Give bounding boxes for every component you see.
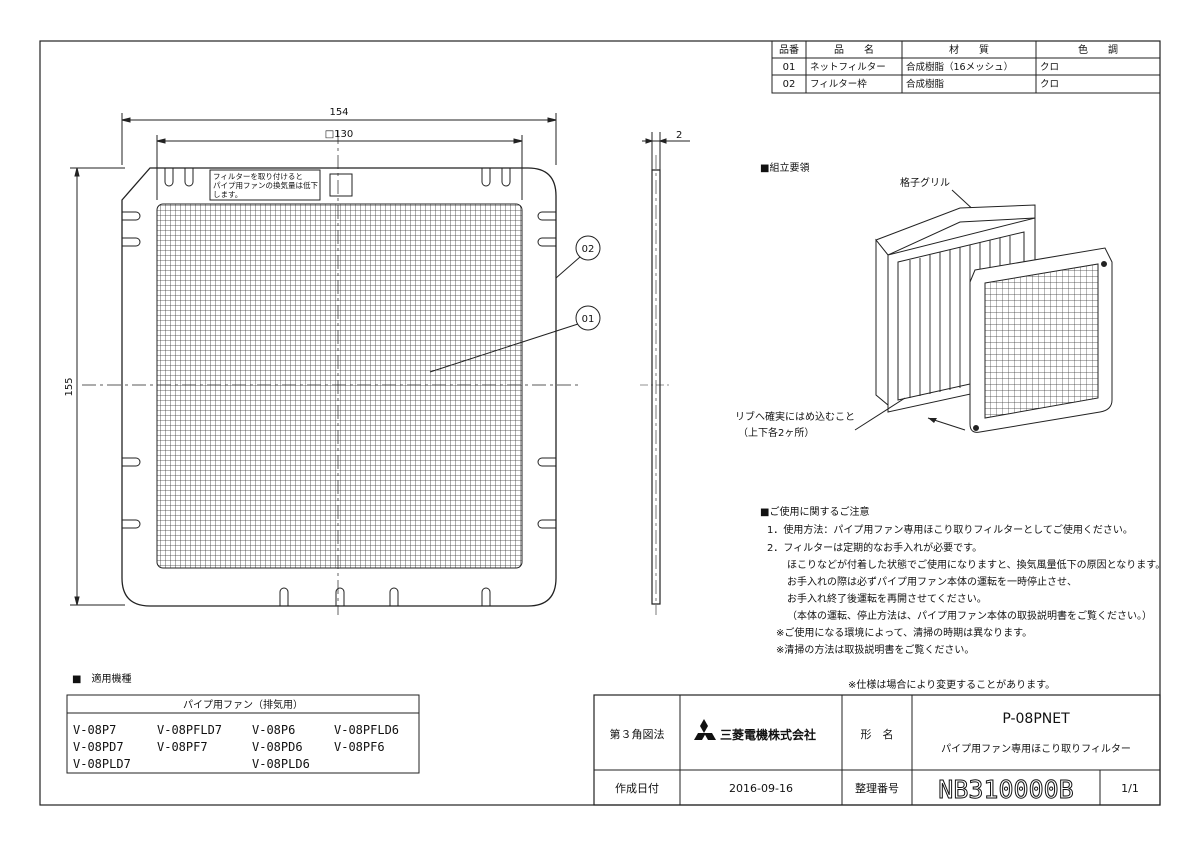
caution-line: ※ご使用になる環境によって、清掃の時期は異なります。 <box>776 626 1032 639</box>
caution-line: お手入れの際は必ずパイプ用ファン本体の運転を一時停止させ、 <box>787 575 1077 588</box>
svg-text:01: 01 <box>582 314 595 325</box>
dim-width-154: 154 <box>329 107 348 118</box>
net-filter-mesh <box>156 203 523 569</box>
model-cell: V-08PFLD7 <box>157 723 222 737</box>
model-label: 形 名 <box>861 727 894 741</box>
ref-label: 整理番号 <box>855 781 899 795</box>
parts-row2-name: フィルター枠 <box>810 78 867 90</box>
projection-method: 第３角図法 <box>610 727 665 741</box>
caution-line: 1．使用方法：パイプ用ファン専用ほこり取りフィルターとしてご使用ください。 <box>767 523 1133 536</box>
filter-note-line3: します。 <box>213 190 242 199</box>
parts-row1-color: クロ <box>1040 62 1059 73</box>
applicable-heading: ■ 適用機種 <box>72 672 131 685</box>
model-cell: V-08PD6 <box>252 740 303 754</box>
parts-row2-color: クロ <box>1040 79 1059 90</box>
company-name: 三菱電機株式会社 <box>720 727 816 742</box>
ref-number: NB310000B <box>938 775 1073 804</box>
date-label: 作成日付 <box>615 782 659 795</box>
assembly-heading: ■組立要領 <box>760 161 809 174</box>
parts-header-no: 品番 <box>779 44 799 56</box>
created-date: 2016-09-16 <box>729 782 793 795</box>
grille-label: 格子グリル <box>900 176 950 189</box>
model-cell: V-08PD7 <box>73 740 124 754</box>
caution-line: ※清掃の方法は取扱説明書をご覧ください。 <box>776 643 974 656</box>
balloon-02: 02 <box>555 235 601 279</box>
balloon-01: 01 <box>429 305 601 373</box>
caution-line: ほこりなどが付着した状態でご使用になりますと、換気風量低下の原因となります。 <box>787 558 1165 571</box>
parts-header-material: 材 質 <box>949 43 989 56</box>
model-cell: V-08PF6 <box>334 740 385 754</box>
caution-line: （本体の運転、停止方法は、パイプ用ファン本体の取扱説明書をご覧ください。） <box>787 609 1152 622</box>
applicable-table: パイプ用ファン（排気用） V-08P7 V-08PFLD7 V-08P6 V-0… <box>66 694 420 774</box>
dim-height-155: 155 <box>64 377 75 396</box>
caution-line: 2．フィルターは定期的なお手入れが必要です。 <box>767 541 982 554</box>
parts-row2-material: 合成樹脂 <box>906 78 945 90</box>
parts-row2-no: 02 <box>783 79 796 90</box>
caution-heading: ■ご使用に関するご注意 <box>760 505 869 518</box>
model-cell: V-08PF7 <box>157 740 208 754</box>
model-cell: V-08PLD7 <box>73 757 131 771</box>
dim-inner-130: □130 <box>325 129 354 140</box>
model-number: P-08PNET <box>1002 711 1070 727</box>
rib-note-line2: （上下各2ヶ所） <box>738 426 814 439</box>
caution-line: お手入れ終了後運転を再開させてください。 <box>787 592 987 605</box>
filter-note-line2: パイプ用ファンの換気量は低下 <box>213 180 318 190</box>
model-cell: V-08P6 <box>252 723 295 737</box>
applicable-table-title: パイプ用ファン（排気用） <box>183 698 303 711</box>
parts-row1-name: ネットフィルター <box>810 62 886 73</box>
company-logo-icon <box>694 719 716 740</box>
model-cell: V-08PLD6 <box>252 757 310 771</box>
sheet-number: 1/1 <box>1121 782 1139 795</box>
model-cell: V-08PFLD6 <box>334 723 399 737</box>
parts-table: 品番 品 名 材 質 色 調 01 ネットフィルター 合成樹脂（16メッシュ） … <box>771 40 1161 94</box>
rib-note-line1: リブへ確実にはめ込むこと <box>735 410 855 423</box>
parts-row1-material: 合成樹脂（16メッシュ） <box>906 61 1013 73</box>
filter-note-line1: フィルターを取り付けると <box>213 171 303 181</box>
spec-change-note: ※仕様は場合により変更することがあります。 <box>848 678 1055 691</box>
filter-illustration <box>969 247 1113 433</box>
title-block <box>593 694 1161 806</box>
parts-header-color: 色 調 <box>1078 43 1118 56</box>
side-view <box>640 132 690 615</box>
model-cell: V-08P7 <box>73 723 116 737</box>
dim-thickness-2: 2 <box>676 130 682 141</box>
svg-text:02: 02 <box>582 244 595 255</box>
parts-row1-no: 01 <box>783 62 796 73</box>
parts-header-name: 品 名 <box>834 43 874 56</box>
model-description: パイプ用ファン専用ほこり取りフィルター <box>941 743 1131 755</box>
